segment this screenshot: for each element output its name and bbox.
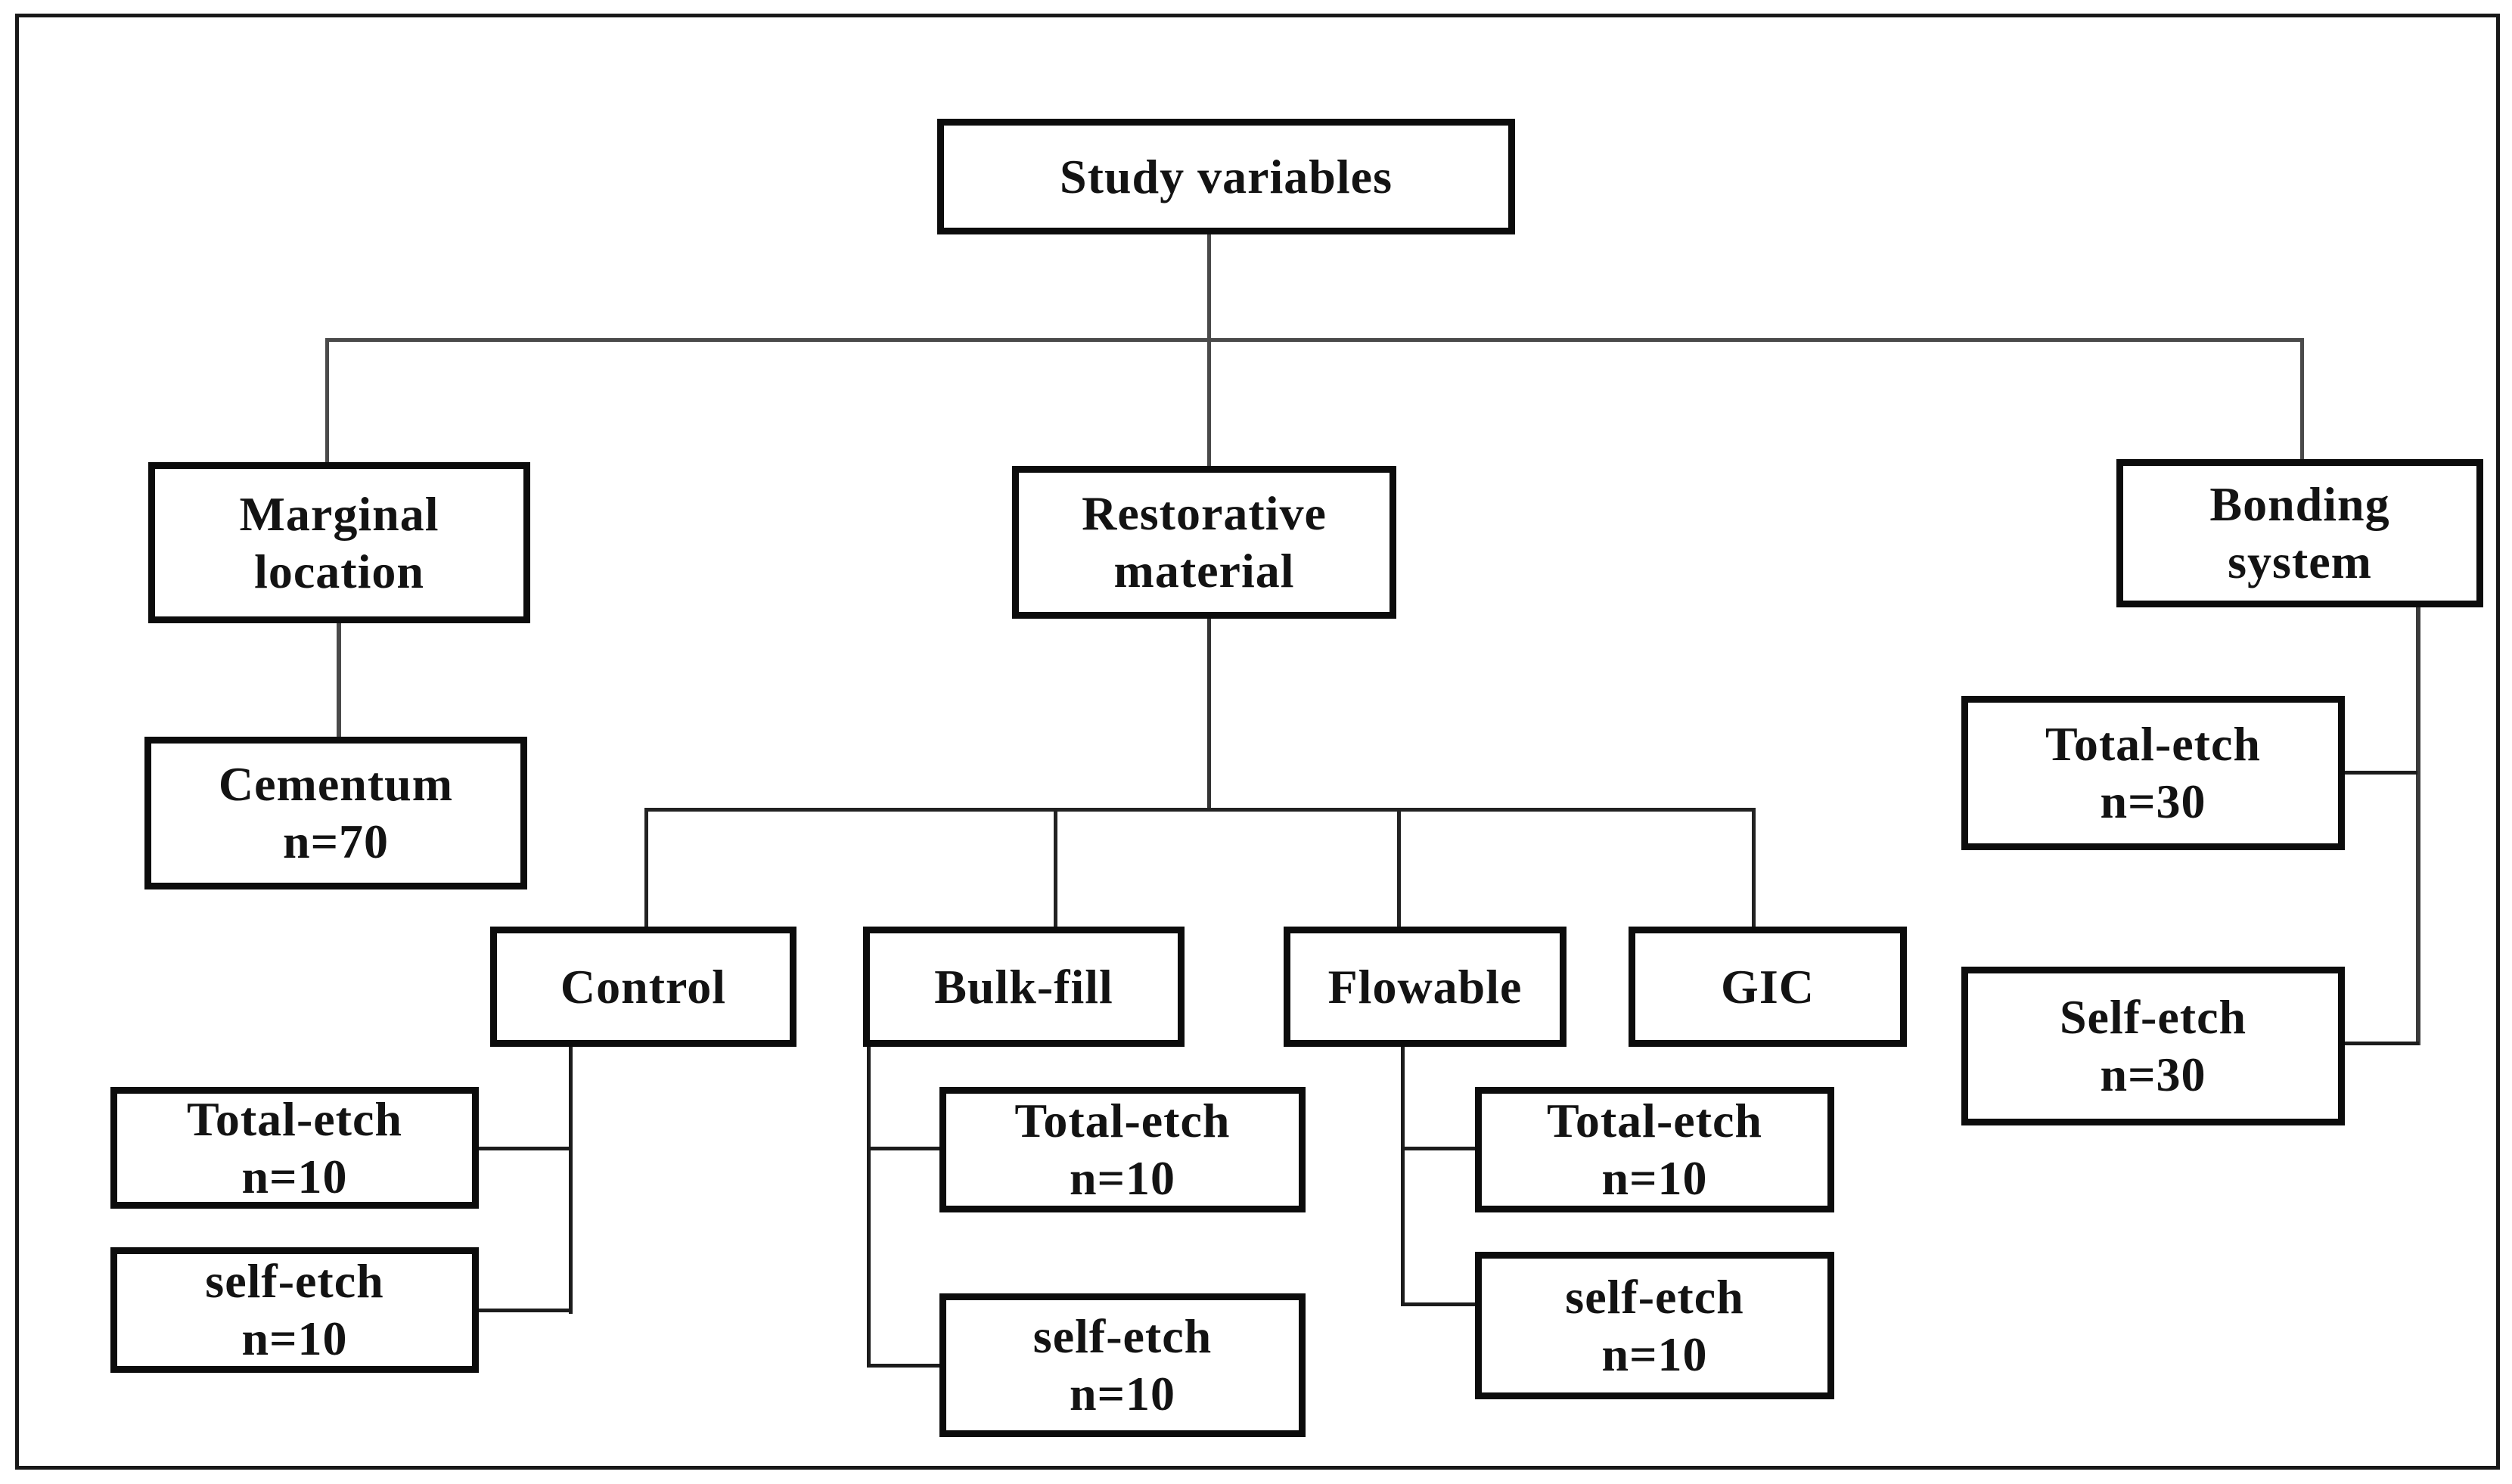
node-bulkfill-total-etch-label: n=10 <box>1069 1151 1176 1205</box>
node-study-variables: Study variables <box>937 119 1515 234</box>
link-marginal-to-cementum <box>337 621 341 738</box>
node-bonding-system-label: Bonding <box>2209 477 2390 532</box>
flowable-selfetch-stub <box>1403 1302 1477 1306</box>
control-totaletch-stub <box>477 1147 572 1150</box>
bonding-totaletch-stub <box>2343 771 2417 775</box>
drop-restorative-material <box>1207 338 1211 467</box>
node-flowable: Flowable <box>1284 927 1567 1047</box>
node-marginal-location-label: Marginal <box>239 486 439 541</box>
control-selfetch-stub <box>477 1309 572 1312</box>
node-bulk-fill-label: Bulk-fill <box>934 959 1113 1014</box>
node-flowable-total-etch-label: Total-etch <box>1547 1094 1762 1148</box>
node-bonding-self-etch-label: n=30 <box>2100 1048 2206 1101</box>
control-branch-vertical <box>569 1045 573 1314</box>
bulkfill-totaletch-stub <box>869 1147 942 1150</box>
node-bulk-fill: Bulk-fill <box>863 927 1185 1047</box>
bulkfill-branch-vertical <box>867 1045 871 1368</box>
flowable-branch-vertical <box>1401 1045 1405 1306</box>
drop-gic <box>1752 808 1756 928</box>
drop-control <box>644 808 648 928</box>
drop-marginal-location <box>325 338 329 464</box>
node-gic: GIC <box>1629 927 1907 1047</box>
drop-bulk-fill <box>1054 808 1057 928</box>
trunk-study-to-branch <box>1207 234 1211 342</box>
node-bulkfill-self-etch-label: self-etch <box>1032 1309 1213 1364</box>
node-flowable-total-etch-label: n=10 <box>1601 1151 1708 1205</box>
node-bonding-system-label: system <box>2228 535 2372 588</box>
node-bulkfill-total-etch-label: Total-etch <box>1014 1094 1231 1148</box>
bonding-selfetch-stub <box>2343 1042 2419 1045</box>
drop-flowable <box>1397 808 1401 928</box>
node-flowable-label: Flowable <box>1327 959 1523 1014</box>
node-bonding-self-etch-label: Self-etch <box>2059 990 2247 1045</box>
node-gic-label: GIC <box>1721 959 1815 1014</box>
figure-border <box>15 14 2500 1470</box>
node-flowable-self-etch-label: n=10 <box>1601 1327 1708 1381</box>
node-bonding-total-etch-label: n=30 <box>2100 775 2206 828</box>
node-study-variables-label: Study variables <box>1060 149 1393 203</box>
node-control-total-etch-label: Total-etch <box>187 1091 402 1146</box>
link-restorative-to-level3 <box>1207 616 1211 812</box>
drop-bonding-system <box>2300 338 2304 461</box>
branch-level2-horizontal <box>327 338 2304 342</box>
node-bulkfill-self-etch-label: n=10 <box>1069 1367 1176 1420</box>
node-cementum-label: Cementum <box>218 757 454 812</box>
node-control-self-etch-label: n=10 <box>241 1312 348 1365</box>
node-control-total-etch-label: n=10 <box>241 1149 348 1203</box>
bonding-branch-vertical <box>2416 605 2420 1045</box>
node-marginal-location-label: location <box>254 544 424 598</box>
flowable-totaletch-stub <box>1403 1147 1477 1150</box>
node-control-self-etch-label: self-etch <box>205 1254 384 1309</box>
branch-level3-horizontal <box>644 808 1756 812</box>
node-cementum-label: n=70 <box>282 815 390 868</box>
node-restorative-material-label: material <box>1113 544 1295 598</box>
bulkfill-selfetch-stub <box>869 1364 942 1368</box>
node-control: Control <box>490 927 796 1047</box>
node-bonding-total-etch-label: Total-etch <box>2045 717 2261 771</box>
node-flowable-self-etch-label: self-etch <box>1565 1269 1744 1324</box>
node-control-label: Control <box>560 959 727 1014</box>
node-restorative-material-label: Restorative <box>1082 486 1327 541</box>
